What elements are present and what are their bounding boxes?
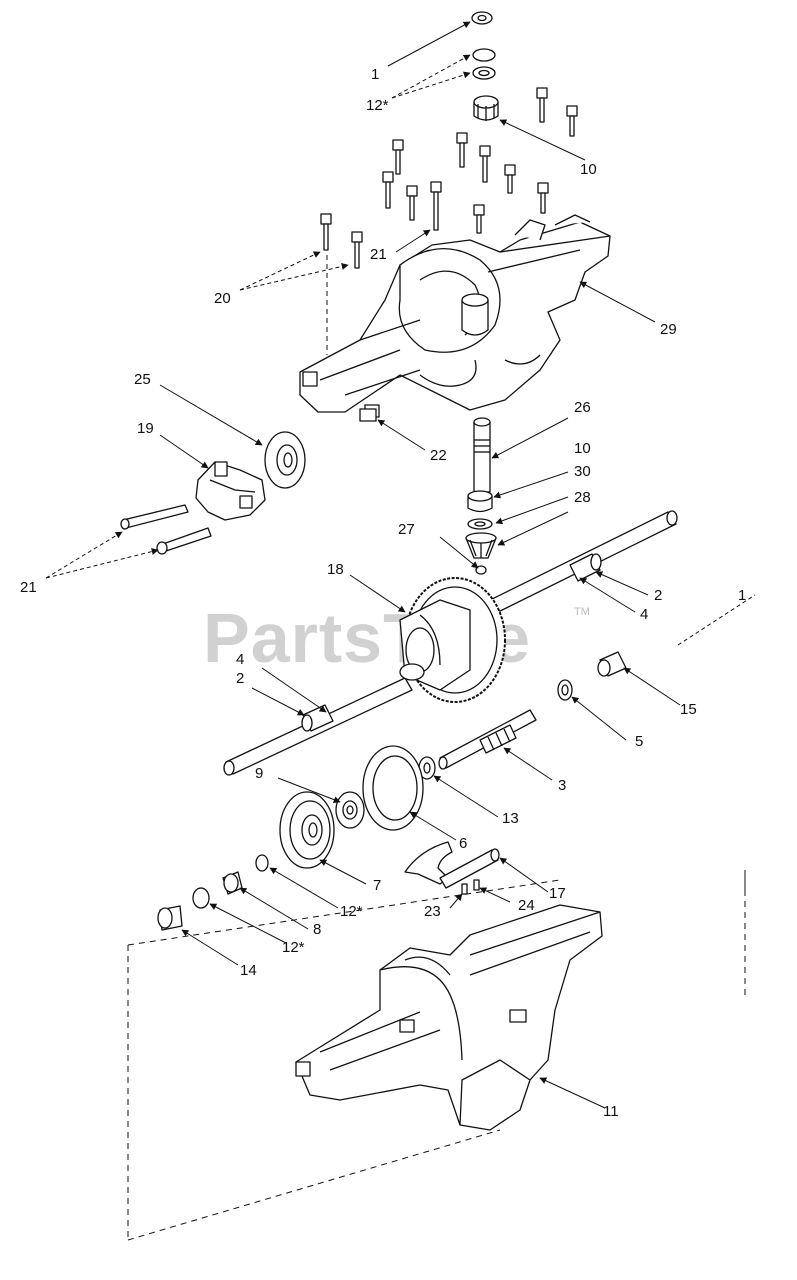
cap-screws: [320, 87, 578, 269]
shift-shaft-17: [439, 848, 500, 889]
callout-29: 29: [660, 321, 677, 338]
callout-10-mid: 10: [574, 440, 591, 457]
upper-housing-29: [299, 214, 611, 418]
nut-8: [222, 871, 243, 895]
callout-6: 6: [459, 835, 468, 852]
callout-24: 24: [518, 897, 535, 914]
differential-gear-18: [399, 577, 506, 703]
dowel-pins-21: [120, 504, 212, 555]
shift-fork: [404, 841, 453, 885]
bearing-10-mid: [467, 490, 493, 513]
callout-25: 25: [134, 371, 151, 388]
callout-5: 5: [635, 733, 644, 750]
pulley-7: [279, 791, 335, 869]
callout-21-left: 21: [20, 579, 37, 596]
shaft-3: [438, 709, 537, 770]
bearing-10-top: [473, 95, 499, 121]
cap-14: [157, 905, 183, 931]
brake-disc-6: [362, 745, 424, 831]
brake-disc-25: [264, 431, 306, 489]
callout-18: 18: [327, 561, 344, 578]
callout-10-top: 10: [580, 161, 597, 178]
bevel-gear-28: [465, 532, 497, 575]
callout-21-top: 21: [370, 246, 387, 263]
callout-12-top: 12*: [366, 97, 389, 114]
washer-12-top: [472, 48, 496, 80]
callout-15: 15: [680, 701, 697, 718]
washer-30: [467, 518, 493, 530]
trademark-symbol: TM: [574, 606, 590, 618]
lower-housing-11: [295, 904, 603, 1131]
washer-5: [557, 679, 573, 701]
callout-17: 17: [549, 885, 566, 902]
callout-1-top: 1: [371, 66, 380, 83]
callout-9: 9: [255, 765, 264, 782]
callout-26: 26: [574, 399, 591, 416]
retaining-ring-1: [471, 11, 493, 25]
callout-12-lower: 12*: [282, 939, 305, 956]
brake-caliper-19: [195, 461, 266, 521]
callout-12-mid: 12*: [340, 903, 363, 920]
callout-4-left: 4: [236, 651, 245, 668]
callout-3: 3: [558, 777, 567, 794]
washer-12-mid: [255, 854, 269, 872]
callout-8: 8: [313, 921, 322, 938]
callout-4-right: 4: [640, 606, 649, 623]
callout-2-left: 2: [236, 670, 245, 687]
callout-28: 28: [574, 489, 591, 506]
bearing-9: [335, 791, 365, 829]
callout-22: 22: [430, 447, 447, 464]
callout-1-right: 1: [738, 587, 747, 604]
pins-23-24: [461, 879, 480, 895]
input-shaft-26: [473, 417, 491, 493]
callout-23: 23: [424, 903, 441, 920]
callout-13: 13: [502, 810, 519, 827]
dowel-pin-22: [359, 408, 377, 422]
callout-30: 30: [574, 463, 591, 480]
callout-14: 14: [240, 962, 257, 979]
callout-27: 27: [398, 521, 415, 538]
callout-7: 7: [373, 877, 382, 894]
collar-15: [597, 651, 627, 677]
callout-19: 19: [137, 420, 154, 437]
washer-12-lower: [192, 887, 210, 909]
callout-20: 20: [214, 290, 231, 307]
callout-2-right: 2: [654, 587, 663, 604]
callout-11: 11: [603, 1103, 619, 1120]
